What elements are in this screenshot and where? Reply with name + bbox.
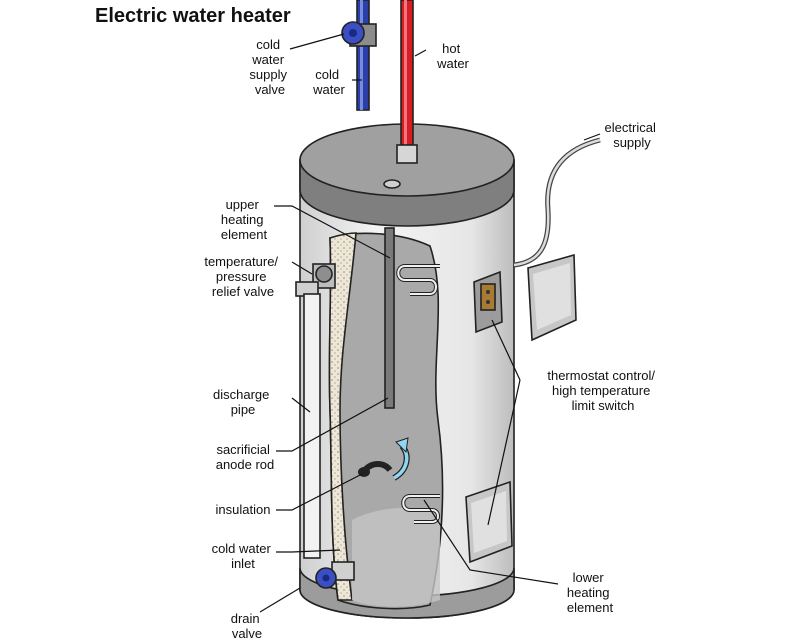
label-drain-valve: drain valve (231, 611, 264, 641)
label-anode-rod: sacrificial anode rod (216, 442, 275, 472)
diagram-title: Electric water heater (95, 5, 291, 27)
thermostat (473, 270, 503, 334)
upper-access-panel (527, 253, 577, 342)
label-cold-water-supply-valve: cold water supply valve (249, 37, 290, 97)
label-discharge-pipe: discharge pipe (213, 387, 273, 417)
label-hot-water: hot water (436, 41, 469, 71)
label-thermostat: thermostat control/ high temperature lim… (547, 368, 658, 413)
hot-water-pipe (396, 0, 418, 164)
label-cold-water-inlet: cold water inlet (212, 541, 275, 571)
flow-arrow-icon (395, 437, 409, 454)
label-insulation: insulation (216, 502, 271, 517)
tp-relief-valve (295, 263, 336, 297)
label-lower-heating-element: lower heating element (567, 570, 614, 615)
label-electrical-supply: electrical supply (605, 120, 660, 150)
cold-water-pipe (356, 0, 370, 111)
leader-lines (259, 33, 601, 613)
electrical-supply-cable (513, 137, 601, 268)
label-upper-heating-element: upper heating element (221, 197, 268, 242)
drain-valve (315, 561, 355, 589)
tank-cutaway (328, 232, 444, 610)
cold-water-supply-valve (341, 21, 377, 47)
label-cold-water: cold water (312, 67, 345, 97)
anode-rod (384, 227, 395, 409)
discharge-pipe-shape (303, 293, 321, 559)
label-tp-relief-valve: temperature/ pressure relief valve (204, 254, 281, 299)
